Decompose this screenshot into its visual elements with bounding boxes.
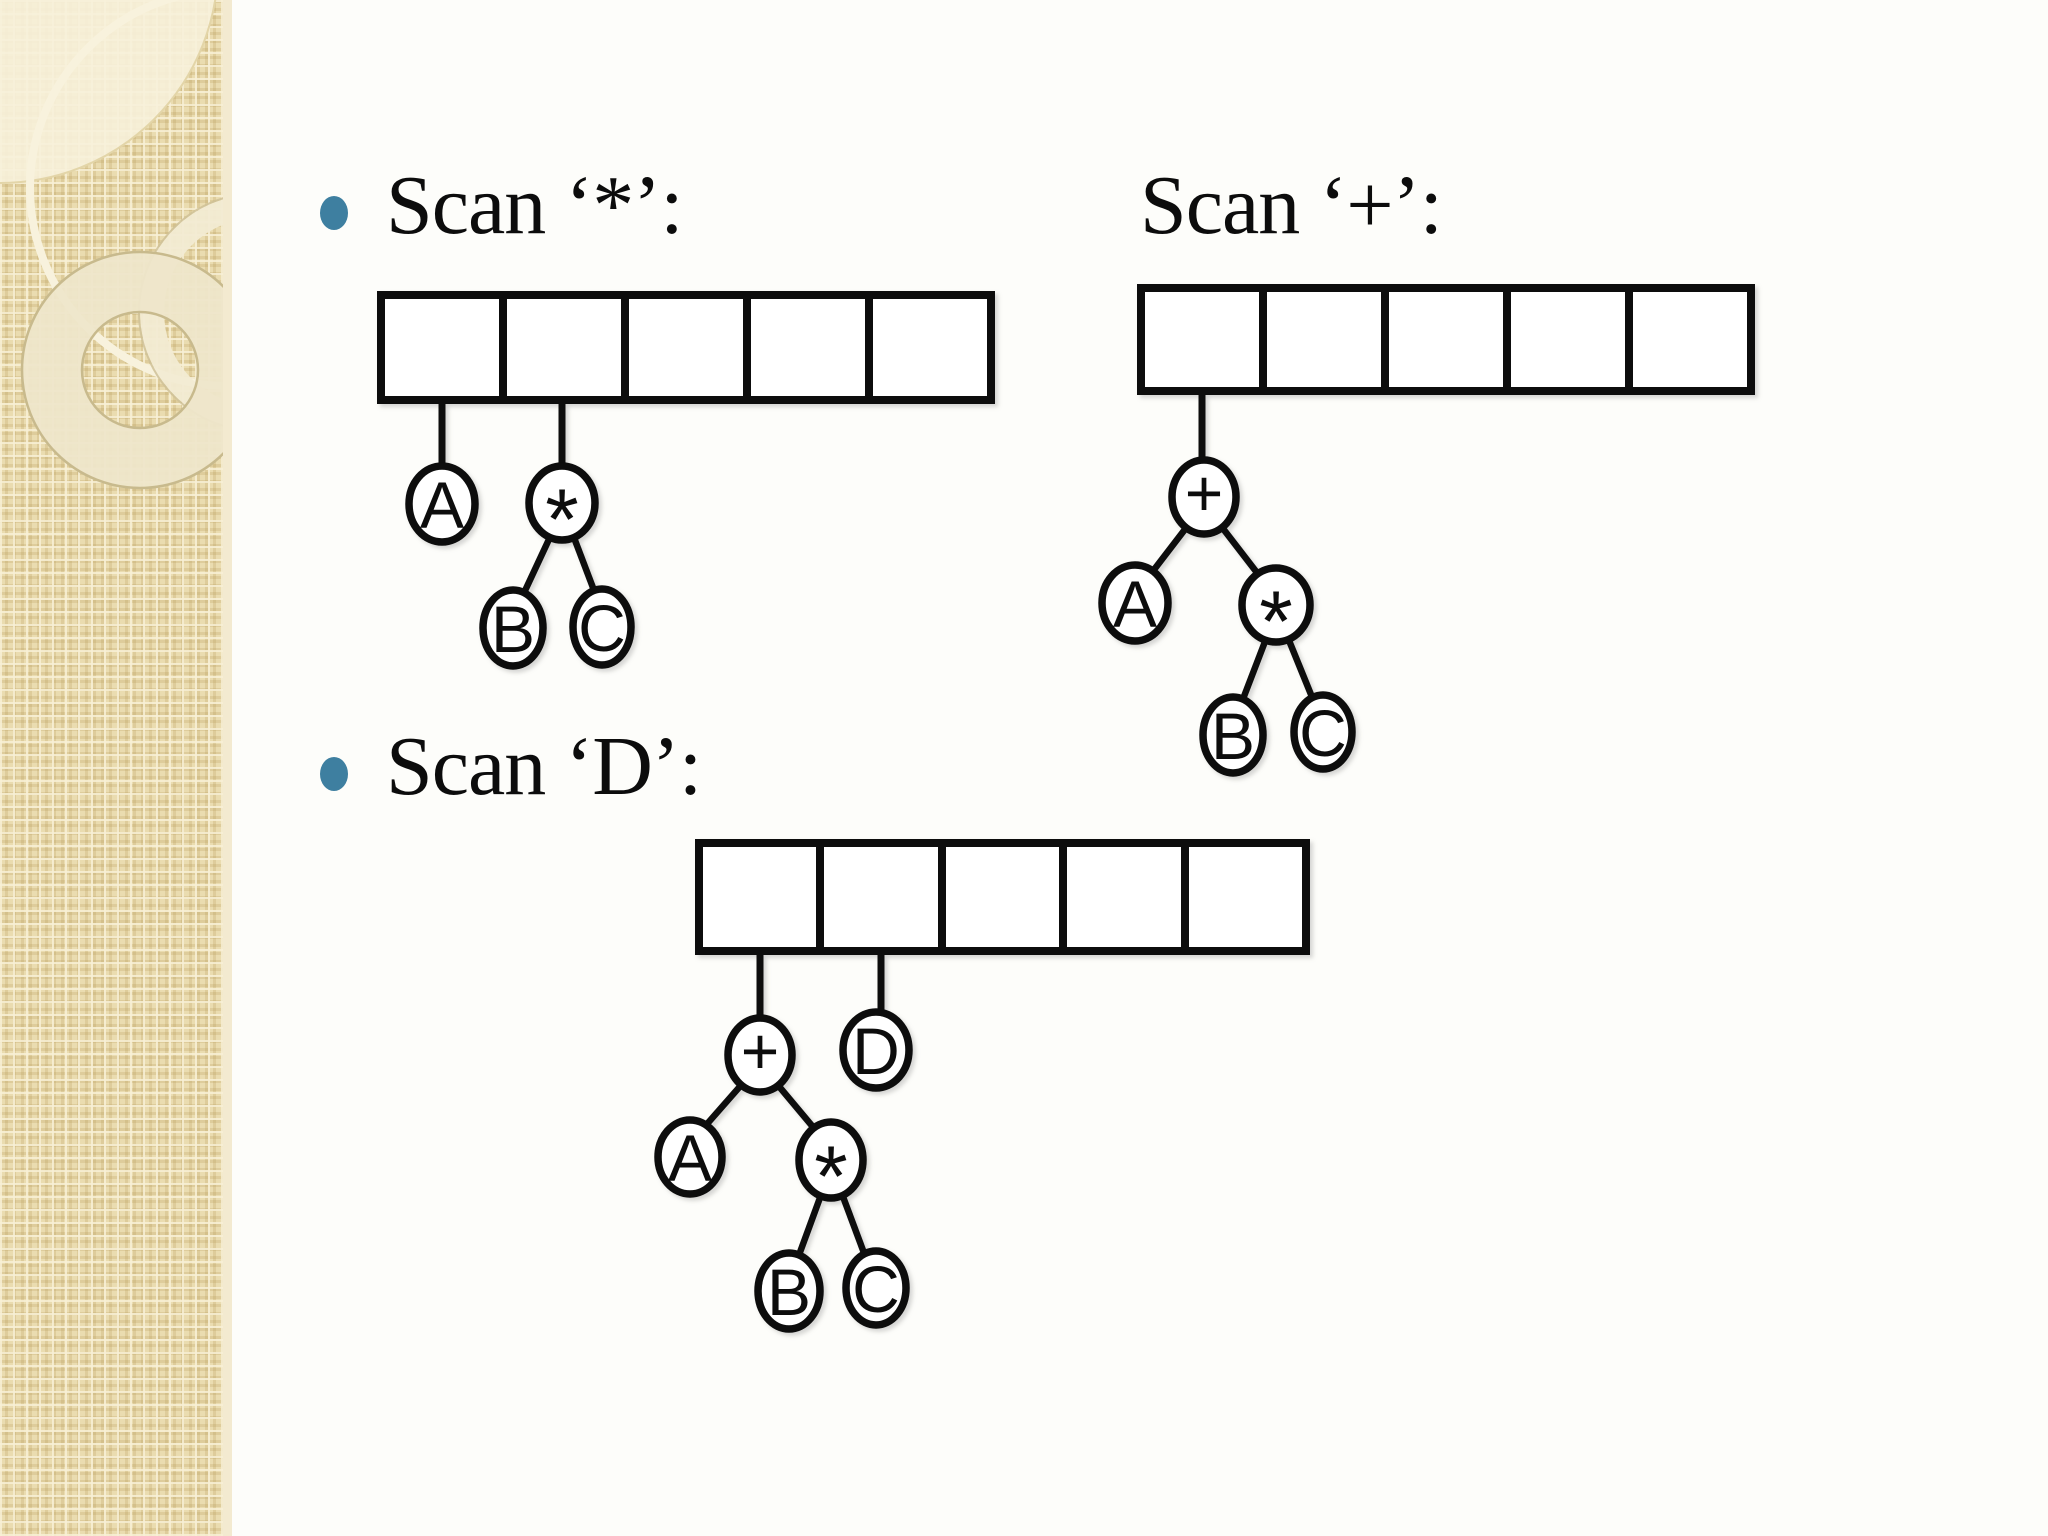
tree-node: C — [569, 585, 635, 669]
svg-text:*: * — [545, 472, 578, 568]
tree-node: A — [1098, 561, 1172, 645]
svg-text:C: C — [578, 591, 626, 665]
tree-edge — [838, 1192, 868, 1255]
tree-node: D — [839, 1008, 913, 1092]
stack-array — [377, 291, 995, 404]
bullet-icon — [320, 196, 348, 230]
svg-text:*: * — [814, 1129, 847, 1225]
tree-node: B — [1199, 693, 1267, 777]
tree-edge — [774, 1081, 816, 1130]
tree-node: C — [842, 1247, 910, 1329]
tree-edge — [795, 1193, 825, 1257]
tree-node: + — [724, 1014, 796, 1096]
section-heading-scan-plus: Scan ‘+’: — [1140, 159, 1443, 252]
tree-edge — [1218, 524, 1261, 576]
svg-text:+: + — [741, 1014, 780, 1088]
diagram-after-scan-d: + D A * B C — [654, 839, 1310, 1333]
svg-text:B: B — [767, 1255, 811, 1329]
svg-text:C: C — [852, 1252, 900, 1326]
tree-node: + — [1168, 456, 1240, 538]
svg-text:D: D — [852, 1014, 900, 1088]
sidebar-edge-strip — [223, 0, 232, 1536]
tree-edge — [1284, 636, 1316, 699]
diagram-after-scan-plus: + A * B C — [1098, 284, 1755, 777]
tree-node: * — [795, 1118, 867, 1225]
tree-edge — [1239, 637, 1270, 701]
tree-node: B — [479, 586, 547, 670]
stack-array — [695, 839, 1310, 955]
diagram-after-scan-star: A * B C — [377, 291, 995, 670]
bullet-icon — [320, 757, 348, 791]
tree-edge — [569, 533, 599, 595]
svg-text:A: A — [1113, 567, 1157, 641]
stack-array — [1137, 284, 1755, 395]
svg-text:C: C — [1299, 696, 1347, 770]
tree-node: * — [1238, 564, 1314, 670]
svg-text:*: * — [1259, 574, 1292, 670]
section-heading-scan-d: Scan ‘D’: — [386, 720, 702, 813]
tree-node: B — [754, 1249, 824, 1333]
decor-donut-inner-edge — [80, 310, 200, 430]
decor-light-disc — [0, 0, 216, 183]
svg-text:B: B — [1211, 699, 1255, 773]
decor-donut-outer-edge — [20, 250, 232, 490]
svg-text:+: + — [1185, 456, 1224, 530]
svg-text:B: B — [491, 592, 535, 666]
tree-node: A — [405, 462, 479, 546]
tree-edge — [1150, 526, 1189, 573]
sidebar-decoration — [0, 0, 232, 1536]
section-heading-scan-star: Scan ‘*’: — [386, 159, 684, 252]
svg-text:A: A — [668, 1121, 712, 1195]
tree-edge — [704, 1080, 746, 1127]
tree-node: C — [1290, 691, 1356, 773]
tree-node: * — [525, 462, 599, 568]
tree-edge — [520, 533, 554, 597]
tree-node: A — [654, 1116, 726, 1198]
svg-text:A: A — [420, 468, 464, 542]
